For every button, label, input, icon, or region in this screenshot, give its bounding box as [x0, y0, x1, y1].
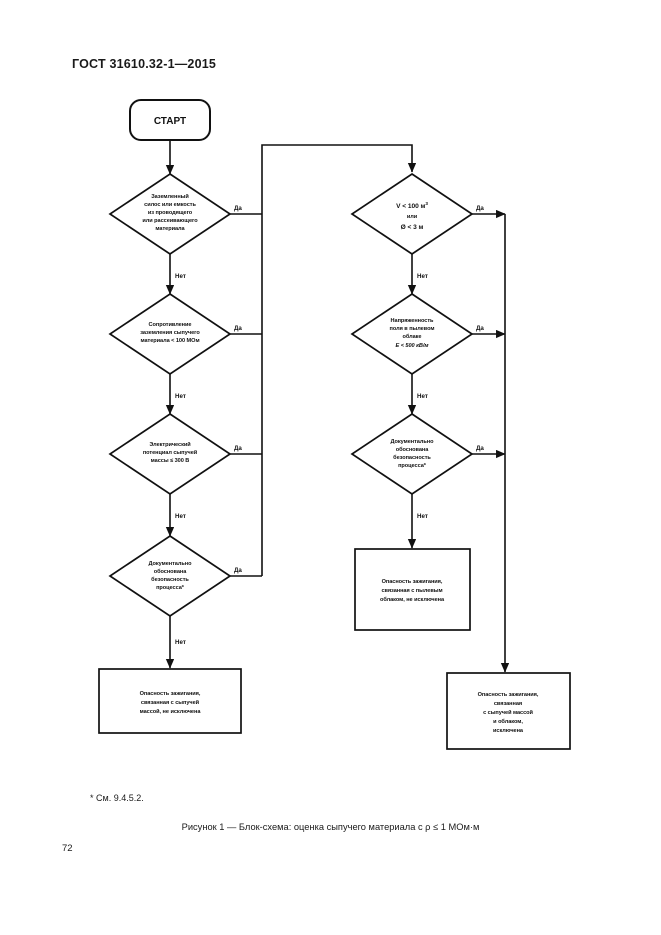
node-d5-volume-diameter: V < 100 м3 или Ø < 3 м [350, 172, 474, 256]
label-d7-yes: Да [476, 445, 484, 452]
figure-caption: Рисунок 1 — Блок-схема: оценка сыпучего … [181, 822, 480, 832]
d1-line-4: материала [155, 226, 185, 232]
label-d1-yes: Да [234, 205, 242, 212]
node-start: СТАРТ [129, 99, 211, 141]
d3-line-2: массы ≤ 300 В [151, 458, 190, 464]
label-d2-no: Нет [175, 393, 186, 400]
d1-line-0: Заземленный [151, 193, 189, 200]
edge-yes-bus-to-d5 [261, 144, 417, 576]
d6-line-0: Напряженность [391, 318, 434, 324]
out-right-line-0: Опасность зажигания, [478, 692, 539, 698]
out-left-line-2: массой, не исключена [140, 708, 202, 715]
out-left-line-0: Опасность зажигания, [140, 691, 201, 697]
out-right-line-1: связанная [494, 701, 522, 707]
d5-line-0-base: V < 100 м [396, 203, 425, 210]
out-mid-line-1: связанная с пылевым [381, 588, 442, 594]
out-mid-line-0: Опасность зажигания, [382, 579, 443, 585]
out-mid-line-2: облаком, не исключена [380, 596, 445, 603]
d1-line-3: или рассеивающего [142, 218, 198, 224]
node-d7-documented-safety: Документально обоснована безопасность пр… [350, 412, 474, 496]
page-number: 72 [62, 843, 73, 854]
d2-line-1: заземления сыпучего [140, 330, 200, 336]
d3-line-1: потенциал сыпучей [143, 449, 198, 456]
d2-line-2: материала < 100 МОм [140, 338, 199, 344]
outcome-right-no-risk: Опасность зажигания, связанная с сыпучей… [446, 672, 571, 750]
start-label: СТАРТ [154, 116, 186, 127]
label-d2-yes: Да [234, 325, 242, 332]
out-right-line-3: и облаком, [493, 718, 523, 725]
label-d6-yes: Да [476, 325, 484, 332]
d4-line-1: обоснована [154, 568, 188, 575]
branch-label-group: Да Да Да Да Нет Нет Нет Нет Да Да Да Нет… [175, 205, 484, 646]
d3-line-0: Электрический [149, 441, 191, 448]
d6-line-2: облаке [402, 333, 421, 340]
d5-line-0-superscript: 3 [425, 201, 428, 206]
label-d7-no: Нет [417, 513, 428, 520]
standard-header: ГОСТ 31610.32-1—2015 [72, 57, 217, 71]
d1-line-1: силос или емкость [144, 202, 196, 208]
label-d4-no: Нет [175, 639, 186, 646]
node-d2-earth-resistance: Сопротивление заземления сыпучего матери… [108, 292, 232, 376]
d2-line-0: Сопротивление [149, 322, 192, 328]
d5-line-1: или [407, 214, 418, 220]
connector-group [165, 140, 510, 673]
node-d6-field-strength: Напряженность поля в пылевом облаке E < … [350, 292, 474, 376]
label-d3-yes: Да [234, 445, 242, 452]
d4-line-0: Документально [149, 561, 193, 567]
node-d4-documented-safety: Документально обоснована безопасность пр… [108, 534, 232, 618]
out-right-line-4: исключена [493, 728, 524, 734]
label-d4-yes: Да [234, 567, 242, 574]
label-d6-no: Нет [417, 393, 428, 400]
d5-line-2: Ø < 3 м [401, 224, 424, 231]
out-right-line-2: с сыпучей массой [483, 709, 533, 716]
d1-line-2: из проводящего [148, 210, 193, 216]
d6-line-1: поля в пылевом [390, 326, 435, 332]
label-d3-no: Нет [175, 513, 186, 520]
out-left-line-1: связанная с сыпучей [141, 699, 200, 706]
label-d5-no: Нет [417, 273, 428, 280]
d7-line-2: безопасность [393, 454, 431, 461]
flowchart-figure: СТАРТ Заземленный силос или емкость из п… [0, 88, 661, 778]
figure-footnote: * См. 9.4.5.2. [90, 793, 144, 803]
d5-line-0: V < 100 м3 [396, 201, 428, 210]
d4-line-2: безопасность [151, 576, 189, 583]
node-d1-grounded-silo: Заземленный силос или емкость из проводя… [108, 172, 232, 256]
flowchart-svg: СТАРТ Заземленный силос или емкость из п… [98, 99, 571, 750]
label-d5-yes: Да [476, 205, 484, 212]
d7-line-0: Документально [391, 439, 435, 445]
label-d1-no: Нет [175, 273, 186, 280]
d7-line-3: процесса* [398, 463, 427, 469]
outcome-left-bulk-risk: Опасность зажигания, связанная с сыпучей… [98, 668, 242, 734]
node-d3-electric-potential: Электрический потенциал сыпучей массы ≤ … [108, 412, 232, 496]
d4-line-3: процесса* [156, 585, 185, 591]
d6-line-3: E < 500 кВ/м [396, 343, 430, 349]
outcome-middle-cloud-risk: Опасность зажигания, связанная с пылевым… [354, 548, 471, 631]
d7-line-1: обоснована [396, 446, 430, 453]
